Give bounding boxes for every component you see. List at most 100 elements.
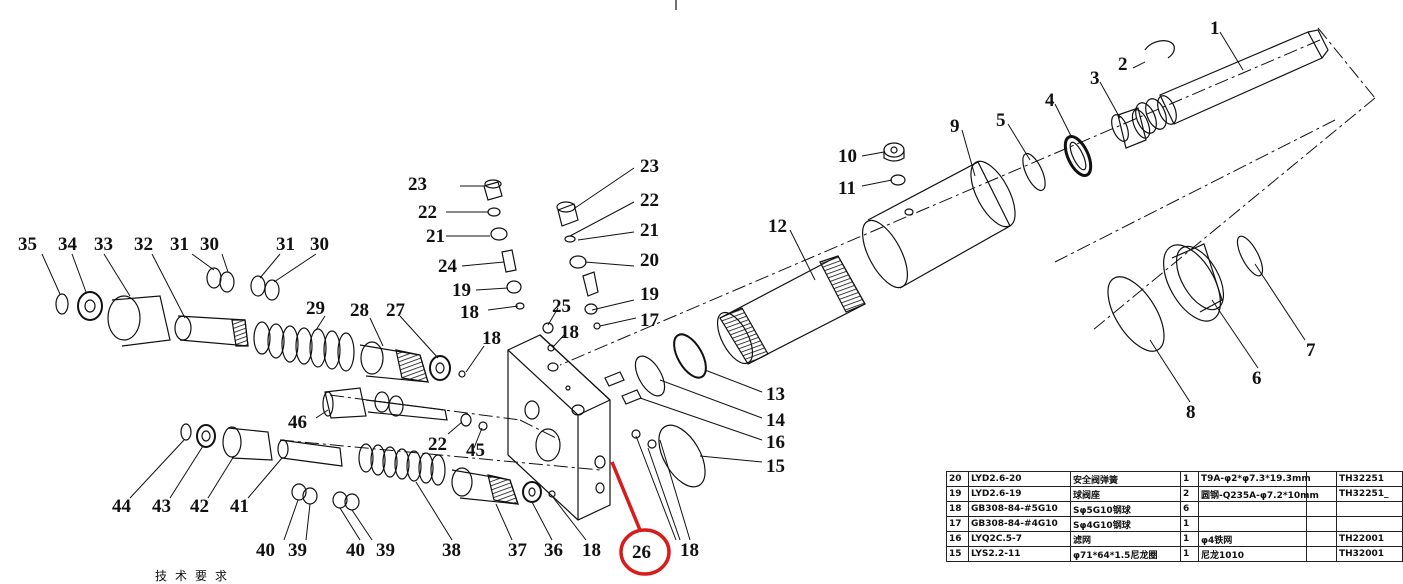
bom-qty: 2 xyxy=(1180,486,1199,502)
bom-ref xyxy=(1336,516,1403,532)
callout-46: 46 xyxy=(288,412,307,433)
bom-code: LYS2.2-11 xyxy=(968,546,1071,562)
callout-14: 14 xyxy=(766,410,786,431)
bom-no: 17 xyxy=(946,516,969,532)
bom-material xyxy=(1198,516,1307,532)
callout-18-a: 18 xyxy=(460,302,479,323)
callout-34: 34 xyxy=(58,234,78,255)
callout-37: 37 xyxy=(508,540,528,561)
part-14-ring xyxy=(634,355,666,397)
part-16-filter xyxy=(604,371,642,405)
callout-22-b: 22 xyxy=(640,190,659,211)
highlight-annotation xyxy=(610,461,671,576)
callout-20: 20 xyxy=(640,250,659,271)
part-1-rod xyxy=(1135,29,1329,134)
valve-stack-right xyxy=(542,201,601,352)
bom-name: Sφ4G10钢球 xyxy=(1070,516,1181,532)
bom-name: 球阀座 xyxy=(1070,486,1181,502)
callout-42: 42 xyxy=(190,496,209,517)
callout-13: 13 xyxy=(766,384,785,405)
callout-38: 38 xyxy=(442,540,461,561)
technical-requirements-heading: 技术要求 xyxy=(155,569,236,583)
callout-24: 24 xyxy=(438,256,458,277)
callout-32: 32 xyxy=(134,234,153,255)
spring-29 xyxy=(253,321,355,372)
part-11-washer xyxy=(890,174,906,186)
callout-2: 2 xyxy=(1118,54,1128,75)
bom-code: LYD2.6-19 xyxy=(968,486,1071,502)
part-2-snap-ring xyxy=(1144,40,1175,59)
callout-9: 9 xyxy=(950,116,960,137)
bom-qty: 1 xyxy=(1180,516,1199,532)
bom-ref: TH32001 xyxy=(1336,546,1403,562)
callout-44: 44 xyxy=(112,496,132,517)
spring-38 xyxy=(358,443,446,486)
callout-15: 15 xyxy=(766,456,785,477)
bom-extra xyxy=(1306,531,1337,547)
callout-25: 25 xyxy=(552,296,571,317)
callout-39-a: 39 xyxy=(288,540,307,561)
leader-lines xyxy=(41,31,1306,541)
callout-8: 8 xyxy=(1186,402,1196,423)
bom-no: 20 xyxy=(946,471,969,487)
part-12-barrel xyxy=(716,255,866,365)
callout-30-b: 30 xyxy=(310,234,329,255)
callout-6: 6 xyxy=(1252,368,1262,389)
callout-27: 27 xyxy=(386,300,406,321)
callout-29: 29 xyxy=(306,298,325,319)
part-10-plug xyxy=(883,142,905,162)
bom-no: 15 xyxy=(946,546,969,562)
part-5-o-ring xyxy=(1022,152,1046,192)
callouts: 1 2 3 4 5 6 7 8 9 10 11 12 13 14 15 16 1… xyxy=(18,18,1316,563)
upper-left-assembly xyxy=(55,267,466,383)
callout-31-b: 31 xyxy=(276,234,295,255)
bom-code: GB308-84-#4G10 xyxy=(968,516,1071,532)
callout-16: 16 xyxy=(766,432,785,453)
center-lines xyxy=(279,27,1376,471)
callout-1: 1 xyxy=(1210,18,1220,39)
valve-stack-left xyxy=(483,179,525,310)
callout-4: 4 xyxy=(1045,90,1055,111)
callout-11: 11 xyxy=(838,178,856,199)
callout-40-b: 40 xyxy=(346,540,365,561)
callout-23-a: 23 xyxy=(408,174,427,195)
bom-code: LYD2.6-20 xyxy=(968,471,1071,487)
bom-row: 20 LYD2.6-20 安全阀弹簧 1 T9A-φ2*φ7.3*19.3mm … xyxy=(946,471,1403,487)
bom-row: 15 LYS2.2-11 φ71*64*1.5尼龙圈 1 尼龙1010 TH32… xyxy=(946,546,1403,562)
callout-3: 3 xyxy=(1090,68,1100,89)
callout-33: 33 xyxy=(94,234,113,255)
part-3-bush xyxy=(1111,107,1151,149)
bom-extra xyxy=(1306,471,1337,487)
part-7-o-ring xyxy=(1236,235,1264,277)
bom-row: 16 LYQ2C.5-7 滤网 1 φ4铁网 TH22001 xyxy=(946,531,1403,547)
bom-name: Sφ5G10钢球 xyxy=(1070,501,1181,517)
callout-21-b: 21 xyxy=(640,220,659,241)
callout-41: 41 xyxy=(230,496,249,517)
callout-18-b: 18 xyxy=(560,322,579,343)
callout-18-e: 18 xyxy=(680,540,699,561)
callout-21-a: 21 xyxy=(426,226,445,247)
callout-12: 12 xyxy=(768,216,787,237)
bom-code: LYQ2C.5-7 xyxy=(968,531,1071,547)
part-4-seal xyxy=(1063,135,1093,177)
part-8-o-ring xyxy=(1107,276,1165,352)
bom-no: 16 xyxy=(946,531,969,547)
callout-18-c: 18 xyxy=(482,328,501,349)
callout-39-b: 39 xyxy=(376,540,395,561)
bom-code: GB308-84-#5G10 xyxy=(968,501,1071,517)
callout-43: 43 xyxy=(152,496,171,517)
bom-no: 19 xyxy=(946,486,969,502)
callout-5: 5 xyxy=(996,110,1006,131)
bom-no: 18 xyxy=(946,501,969,517)
bom-name: 安全阀弹簧 xyxy=(1070,471,1181,487)
bom-name: φ71*64*1.5尼龙圈 xyxy=(1070,546,1181,562)
bom-qty: 1 xyxy=(1180,546,1199,562)
callout-7: 7 xyxy=(1306,340,1316,361)
callout-30-a: 30 xyxy=(200,234,219,255)
part-26-valve-block xyxy=(507,334,611,521)
bom-material: 尼龙1010 xyxy=(1198,546,1307,562)
bom-material xyxy=(1198,501,1307,517)
bom-material: 圆钢-Q235A-φ7.2*10mm xyxy=(1198,486,1319,502)
callout-36: 36 xyxy=(544,540,563,561)
